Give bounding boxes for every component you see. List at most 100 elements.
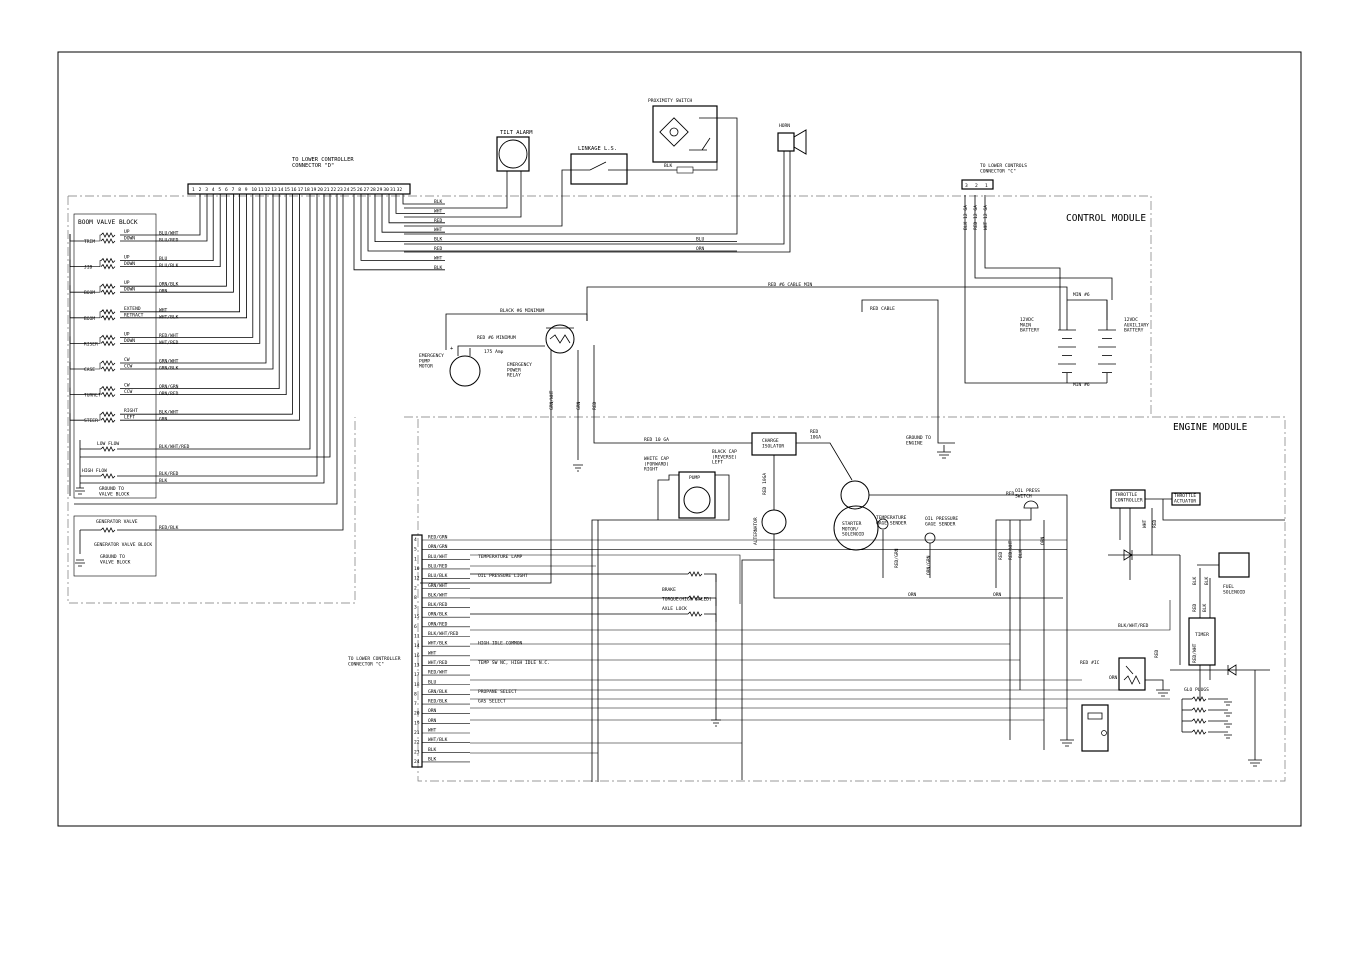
engine-wire-label: RED	[1192, 603, 1198, 612]
connector-c-pin: 8	[414, 691, 417, 697]
connector-c-wire: GRN/BLK	[428, 689, 448, 695]
connector-c-pin: 4	[414, 537, 417, 543]
relay-wire-label: RED	[592, 401, 598, 410]
relay-box	[1118, 657, 1146, 691]
valve-wire-a: ORN/GRN	[159, 384, 179, 390]
coil-icon	[100, 417, 116, 424]
upper-wire-label: BLK	[434, 237, 443, 243]
connector-c-wire: BLK	[428, 747, 437, 753]
connector-c-wire: ORN/GRN	[428, 544, 448, 550]
connector-d-pin: 31	[390, 187, 396, 193]
valve-wire-a: BLU	[159, 256, 168, 262]
coil-icon	[100, 314, 116, 321]
red-label: RED	[1006, 491, 1015, 497]
valve-name: RISER	[84, 341, 98, 347]
upper-wire-label: WHT	[434, 227, 443, 233]
glo-ground-icon	[1248, 759, 1262, 767]
emergency-pump-motor-icon	[449, 355, 481, 387]
connector-c-top-pin: 2	[975, 183, 978, 189]
connector-c-desc: OIL PRESSURE LIGHT	[478, 573, 528, 579]
connector-d-pin: 18	[304, 187, 310, 193]
black-min-label: BLACK #6 MINIMUM	[500, 308, 544, 314]
red-ic-label: RED #IC	[1080, 660, 1100, 666]
connector-c-pin: 11	[414, 634, 420, 640]
engine-module-title: ENGINE MODULE	[1173, 422, 1248, 433]
connector-d-pin: 6	[225, 187, 228, 193]
valve-dir-a: UP	[124, 229, 130, 235]
proximity-switch-box	[652, 105, 718, 163]
upper-wire	[381, 194, 445, 233]
upper-wire	[353, 194, 445, 271]
pump-plus-sign: +	[450, 346, 454, 352]
tilt-alarm-box	[496, 136, 530, 172]
connector-c-desc: PROPANE SELECT	[478, 689, 517, 695]
high-flow-label: HIGH FLOW	[82, 468, 107, 474]
engine-wire-label: RED/WHT	[1192, 643, 1198, 663]
coil-icon	[100, 257, 116, 264]
valve-dir-b: CCW	[124, 389, 133, 395]
connector-d-pin: 20	[317, 187, 323, 193]
connector-c-pin: 7	[414, 701, 417, 707]
red10c-label: RED 10GA	[762, 473, 768, 495]
connector-c-wire: GRN/WHT	[428, 583, 448, 589]
timer-relay-box	[1081, 704, 1109, 752]
connector-c-wire: WHT/BLK	[428, 737, 448, 743]
connector-c-wire: RED/WHT	[428, 670, 448, 676]
connector-c-pin: 16	[414, 653, 420, 659]
connector-c-wire: BLU/BLK	[428, 573, 448, 579]
boom-valve-block-box	[73, 213, 157, 499]
connector-c-pin: 20	[414, 711, 420, 717]
connector-c-wire: BLK/WHT	[428, 592, 448, 598]
connector-d-pin: 5	[218, 187, 221, 193]
engine-wire-label: BLK	[1018, 549, 1024, 558]
horn-icon	[793, 129, 807, 155]
connector-d-pin: 2	[199, 187, 202, 193]
connector-c-pin: 13	[414, 662, 420, 668]
connector-c-wire: WHT	[428, 728, 437, 734]
connector-d-pin: 12	[265, 187, 271, 193]
connector-c-wire: WHT	[428, 650, 437, 656]
timer-box	[1188, 617, 1216, 666]
connector-c-desc: AXLE LOCK	[662, 606, 687, 612]
starter-solenoid-icon	[833, 505, 879, 551]
upper-wire-right-label: BLU	[696, 237, 705, 243]
connector-c-wire: RED/BLK	[428, 699, 448, 705]
connector-c-pin: 2	[414, 585, 417, 591]
linkage-ls-box	[570, 153, 628, 185]
connector-c-pin: 21	[414, 730, 420, 736]
connector-d-pin: 1	[192, 187, 195, 193]
connector-d-pin: 7	[232, 187, 235, 193]
ga-wire-label: BLK 12 GA	[963, 205, 969, 230]
valve-wire-b: WHT/RED	[159, 340, 179, 346]
temp-sender-icon	[877, 518, 889, 530]
connector-c-wire: WHT/BLK	[428, 641, 448, 647]
connector-d-pin: 32	[397, 187, 403, 193]
connector-d-pin: 23	[337, 187, 343, 193]
valve-name: CASE	[84, 367, 95, 373]
engine-wire-label: ORN/GRN	[926, 555, 932, 575]
connector-c-wire: ORN	[428, 718, 437, 724]
engine-wire-label: WHT	[1142, 519, 1148, 528]
connector-c	[411, 534, 423, 768]
low-flow-wire: BLK/WHT/RED	[159, 444, 190, 450]
connector-c-wire: ORN/BLK	[428, 612, 448, 618]
emergency-power-relay-icon	[545, 324, 575, 354]
valve-wire-b: GRN/BLK	[159, 366, 179, 372]
linkage-ls-label: LINKAGE L.S.	[578, 146, 617, 152]
connector-c-pin: 10	[414, 566, 420, 572]
control-module-title: CONTROL MODULE	[1066, 213, 1146, 224]
engine-wire-label: RED/GRN	[894, 548, 900, 568]
pump-box	[678, 471, 716, 519]
upper-wire	[360, 194, 445, 261]
connector-d-pin: 4	[212, 187, 215, 193]
red-min-label: RED #6 MINIMUM	[477, 335, 516, 341]
upper-wire	[402, 194, 445, 205]
valve-wire-b: ORN/RED	[159, 391, 179, 397]
